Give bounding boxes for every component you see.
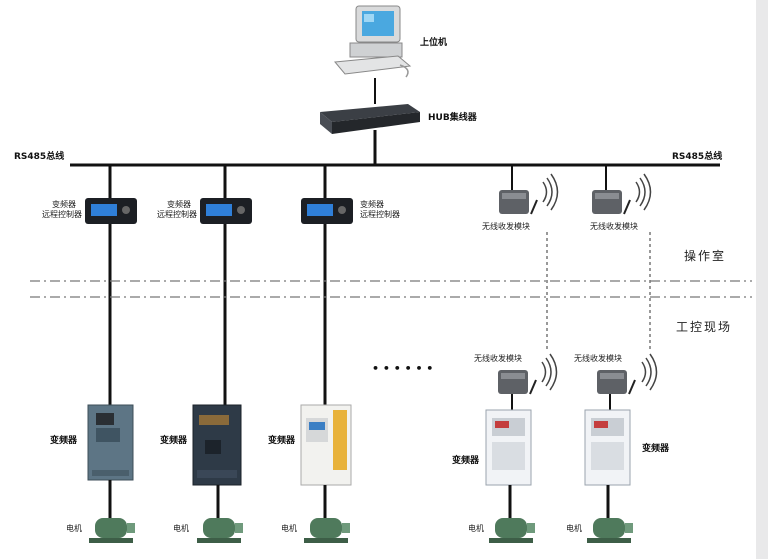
pc-label: 上位机: [420, 38, 448, 48]
motor-label-4: 电机: [468, 524, 484, 533]
controller-label-2a: 变频器: [167, 200, 191, 209]
remote-controller-2: [200, 198, 252, 224]
remote-controller-1: [85, 198, 137, 224]
motor-label-3: 电机: [281, 524, 297, 533]
remote-controller-3: [301, 198, 353, 224]
motor-label-5: 电机: [566, 524, 582, 533]
zone-field: 工控现场: [676, 320, 733, 334]
motor-label-1: 电机: [66, 524, 82, 533]
inverter-label-2: 变频器: [160, 436, 188, 446]
zone-operation-room: 操作室: [684, 249, 727, 263]
controller-label-3a: 变频器: [360, 200, 384, 209]
bus-label-left: RS485总线: [14, 152, 65, 162]
inverter-2: [192, 404, 242, 486]
inverter-label-5: 变频器: [642, 444, 670, 454]
motor-icon-2: [197, 518, 243, 543]
ellipsis: • • • • • •: [372, 362, 434, 375]
bus-label-right: RS485总线: [672, 152, 723, 162]
wireless-top-label-1: 无线收发模块: [482, 222, 530, 231]
inverter-1: [87, 404, 134, 481]
wireless-module-top-1: [499, 173, 559, 215]
motor-icon-4: [489, 518, 535, 543]
motor-label-2: 电机: [173, 524, 189, 533]
wireless-bottom-label-2: 无线收发模块: [574, 354, 622, 363]
wireless-module-bottom-1: [498, 353, 558, 395]
wireless-top-label-2: 无线收发模块: [590, 222, 638, 231]
controller-label-2b: 远程控制器: [157, 210, 197, 219]
wireless-module-top-2: [592, 173, 652, 215]
scroll-edge: [756, 0, 768, 559]
inverter-5: [584, 409, 631, 486]
wireless-bottom-label-1: 无线收发模块: [474, 354, 522, 363]
inverter-label-1: 变频器: [50, 436, 78, 446]
controller-label-1a: 变频器: [52, 200, 76, 209]
controller-label-3b: 远程控制器: [360, 210, 400, 219]
controller-label-1b: 远程控制器: [42, 210, 82, 219]
motor-icon-3: [304, 518, 350, 543]
hub-label: HUB集线器: [428, 113, 477, 123]
motor-icon-1: [89, 518, 135, 543]
inverter-label-4: 变频器: [452, 456, 480, 466]
computer-icon: [334, 5, 412, 78]
inverter-label-3: 变频器: [268, 436, 296, 446]
motor-icon-5: [587, 518, 633, 543]
inverter-3: [300, 404, 352, 486]
inverter-4: [485, 409, 532, 486]
wireless-module-bottom-2: [597, 353, 658, 395]
hub-icon: [320, 104, 420, 134]
